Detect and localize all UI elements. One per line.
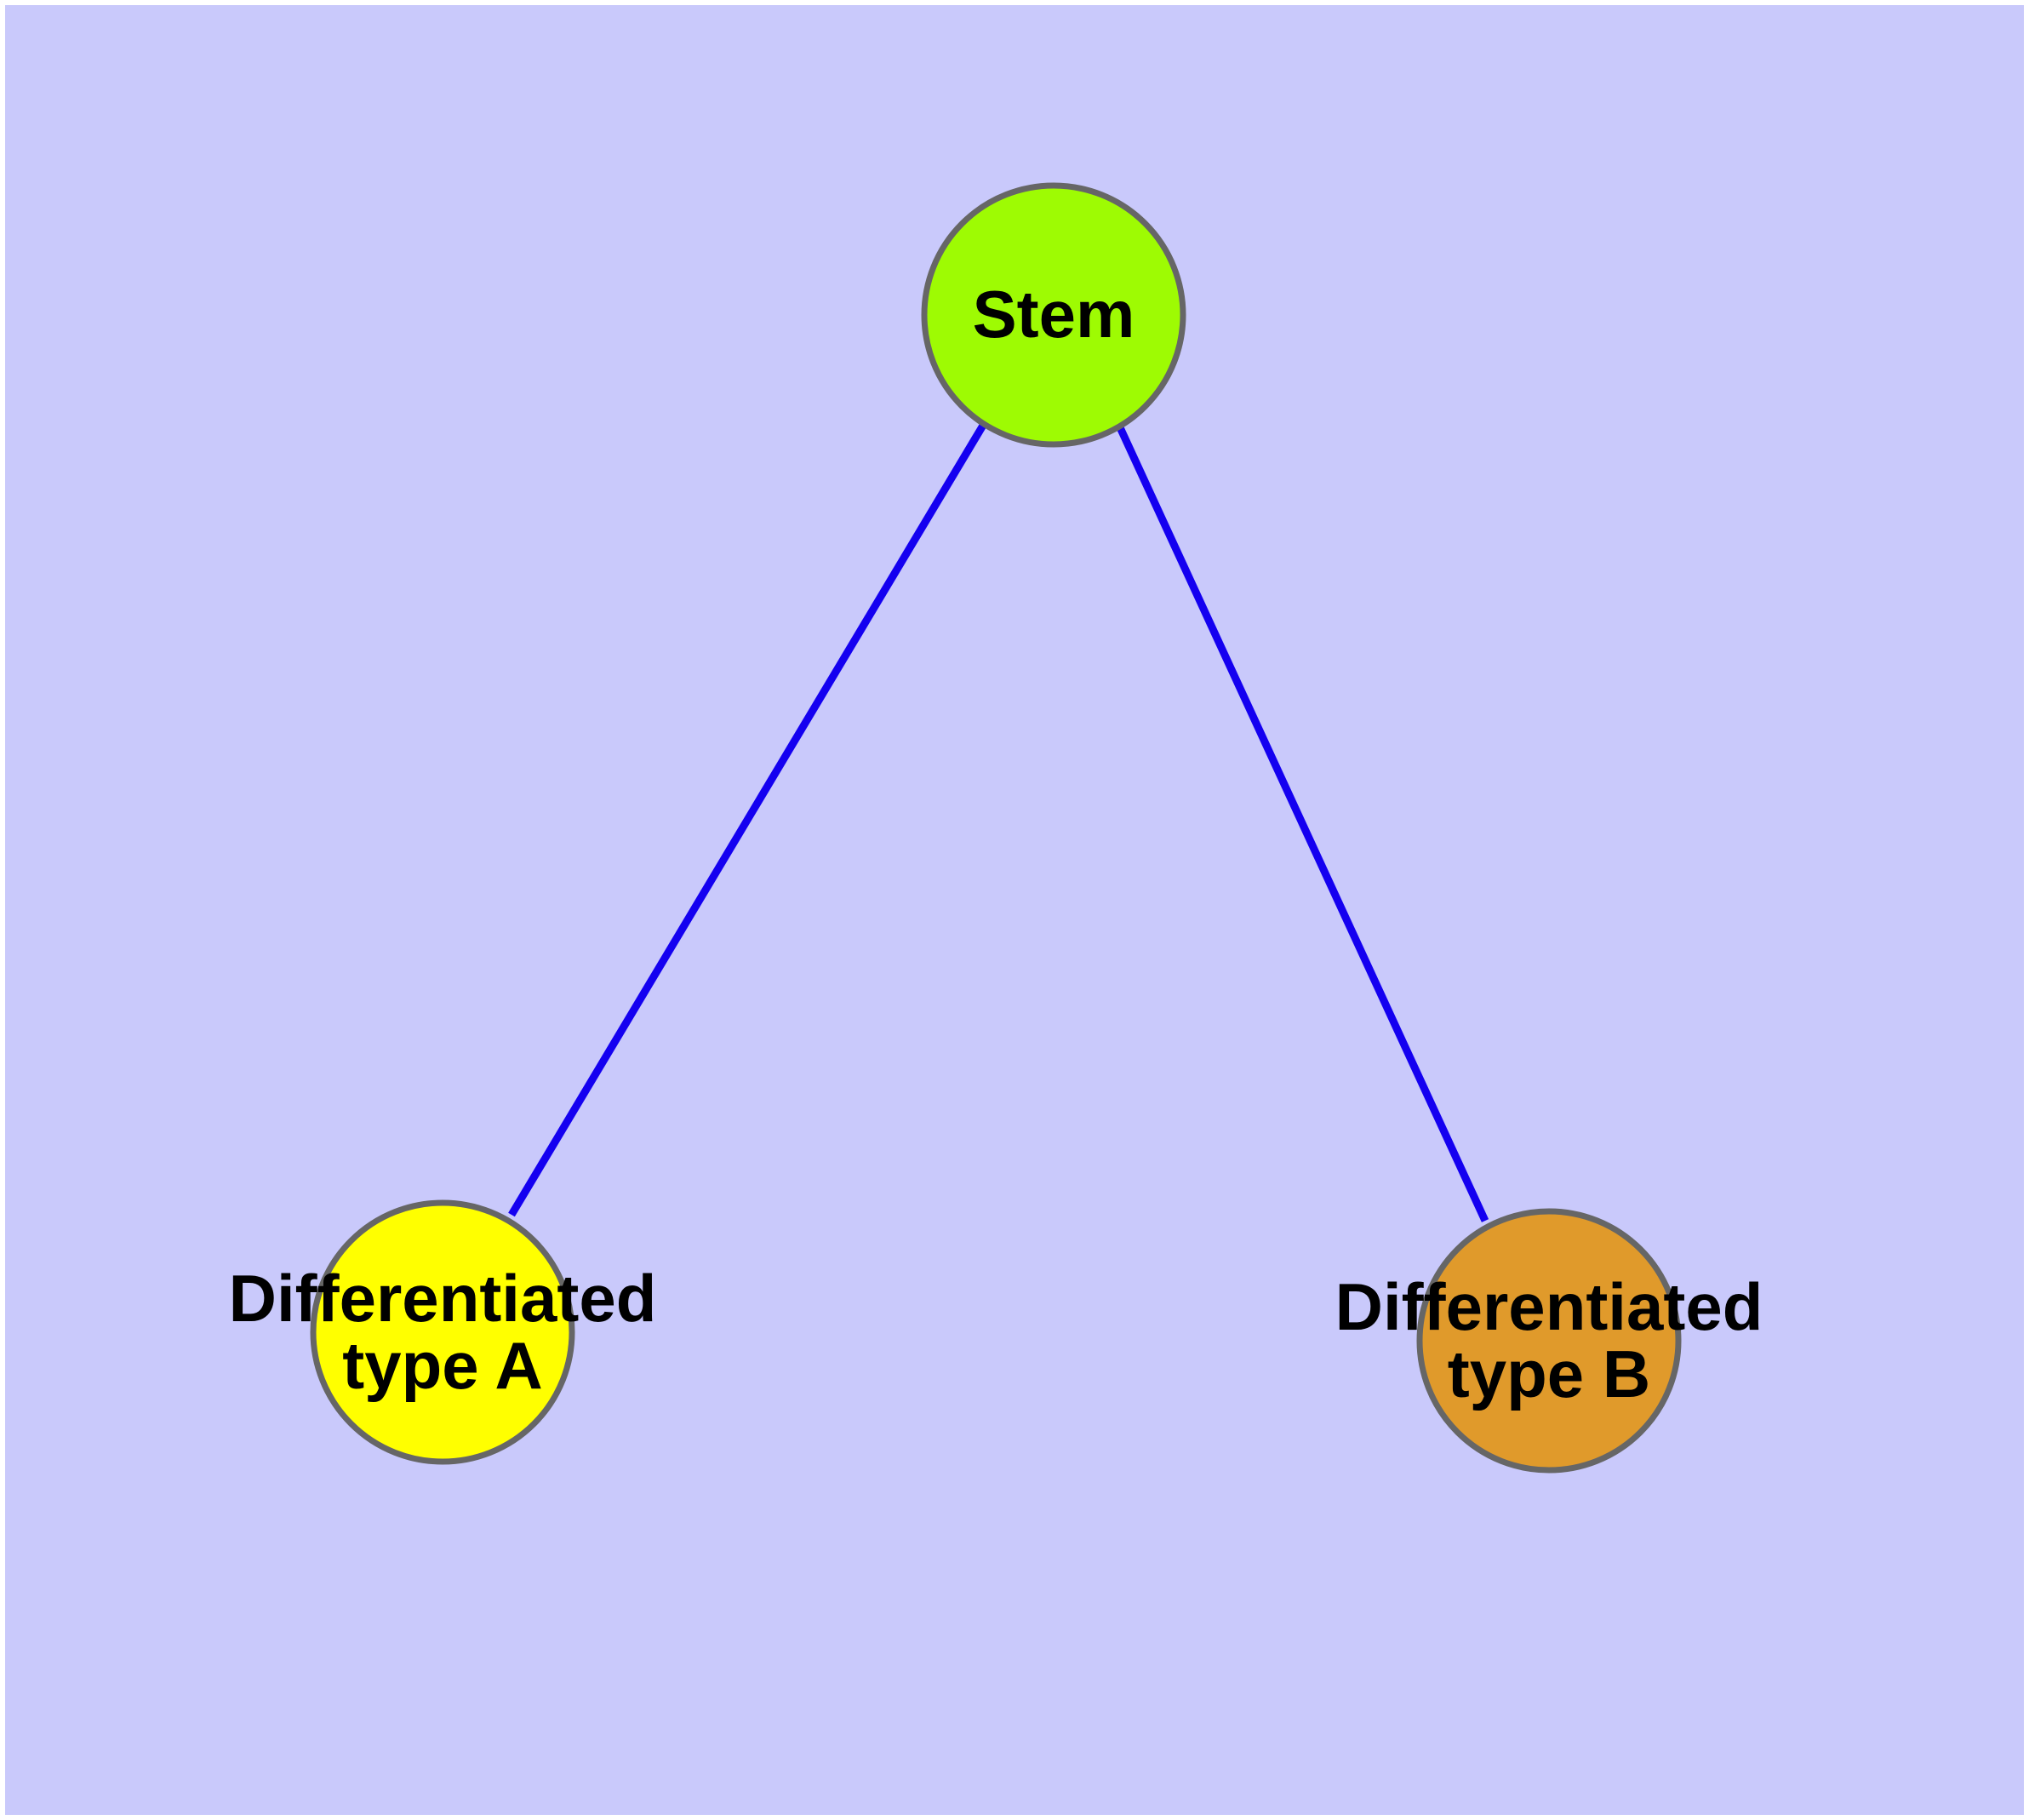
edges-group xyxy=(508,421,1489,1222)
graph-node-diff-b[interactable] xyxy=(1416,1208,1682,1474)
nodes-group xyxy=(310,182,1682,1474)
graph-node-stem[interactable] xyxy=(921,182,1186,448)
graph-edge-stem-to-diff-a[interactable] xyxy=(508,421,987,1217)
graph-node-diff-a[interactable] xyxy=(310,1199,575,1465)
graph-edge-stem-to-diff-b[interactable] xyxy=(1115,424,1489,1222)
